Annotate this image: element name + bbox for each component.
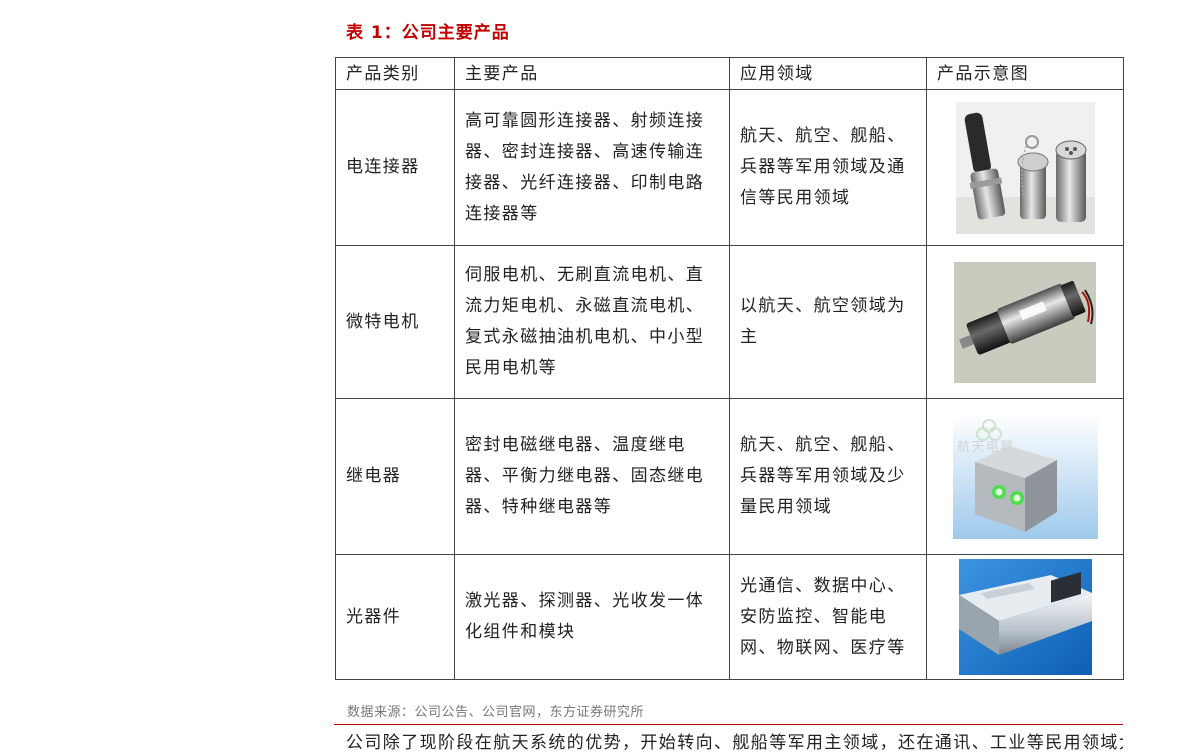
column-header: 产品示意图	[926, 57, 1124, 90]
table-row: 微特电机 伺服电机、无刷直流电机、直流力矩电机、永磁直流电机、复式永磁抽油机电机…	[335, 245, 1124, 399]
image-cell	[926, 245, 1124, 399]
application-cell: 航天、航空、舰船、兵器等军用领域及少量民用领域	[729, 398, 927, 555]
image-cell	[926, 554, 1124, 680]
data-source-note: 数据来源：公司公告、公司官网，东方证券研究所	[347, 705, 645, 720]
connector-photo	[955, 101, 1095, 234]
image-cell	[926, 89, 1124, 246]
application-cell: 航天、航空、舰船、兵器等军用领域及通信等民用领域	[729, 89, 927, 246]
image-cell: 航天电器	[926, 398, 1124, 555]
products-table: 产品类别 主要产品 应用领域 产品示意图 电连接器 高可靠圆形连接器、射频连接器…	[335, 57, 1124, 680]
application-cell: 光通信、数据中心、安防监控、智能电网、物联网、医疗等	[729, 554, 927, 680]
divider-line	[334, 724, 1123, 725]
category-cell: 微特电机	[335, 245, 455, 399]
products-cell: 伺服电机、无刷直流电机、直流力矩电机、永磁直流电机、复式永磁抽油机电机、中小型民…	[454, 245, 730, 399]
products-cell: 高可靠圆形连接器、射频连接器、密封连接器、高速传输连接器、光纤连接器、印制电路连…	[454, 89, 730, 246]
column-header: 主要产品	[454, 57, 730, 90]
column-header: 产品类别	[335, 57, 455, 90]
category-cell: 光器件	[335, 554, 455, 680]
column-header: 应用领域	[729, 57, 927, 90]
body-paragraph-cut: 公司除了现阶段在航天系统的优势，开始转向、舰船等军用主领域，还在通讯、工业等民用…	[346, 733, 1123, 753]
motor-photo	[954, 261, 1096, 383]
products-cell: 密封电磁继电器、温度继电器、平衡力继电器、固态继电器、特种继电器等	[454, 398, 730, 555]
products-cell: 激光器、探测器、光收发一体化组件和模块	[454, 554, 730, 680]
category-cell: 电连接器	[335, 89, 455, 246]
table-row: 光器件 激光器、探测器、光收发一体化组件和模块 光通信、数据中心、安防监控、智能…	[335, 554, 1124, 680]
table-row: 电连接器 高可靠圆形连接器、射频连接器、密封连接器、高速传输连接器、光纤连接器、…	[335, 89, 1124, 246]
table-caption: 表 1：公司主要产品	[346, 23, 510, 43]
application-cell: 以航天、航空领域为主	[729, 245, 927, 399]
relay-photo: 航天电器	[952, 414, 1098, 539]
optical-module-photo	[958, 559, 1092, 675]
table-row: 继电器 密封电磁继电器、温度继电器、平衡力继电器、固态继电器、特种继电器等 航天…	[335, 398, 1124, 555]
category-cell: 继电器	[335, 398, 455, 555]
table-header-row: 产品类别 主要产品 应用领域 产品示意图	[335, 57, 1124, 90]
